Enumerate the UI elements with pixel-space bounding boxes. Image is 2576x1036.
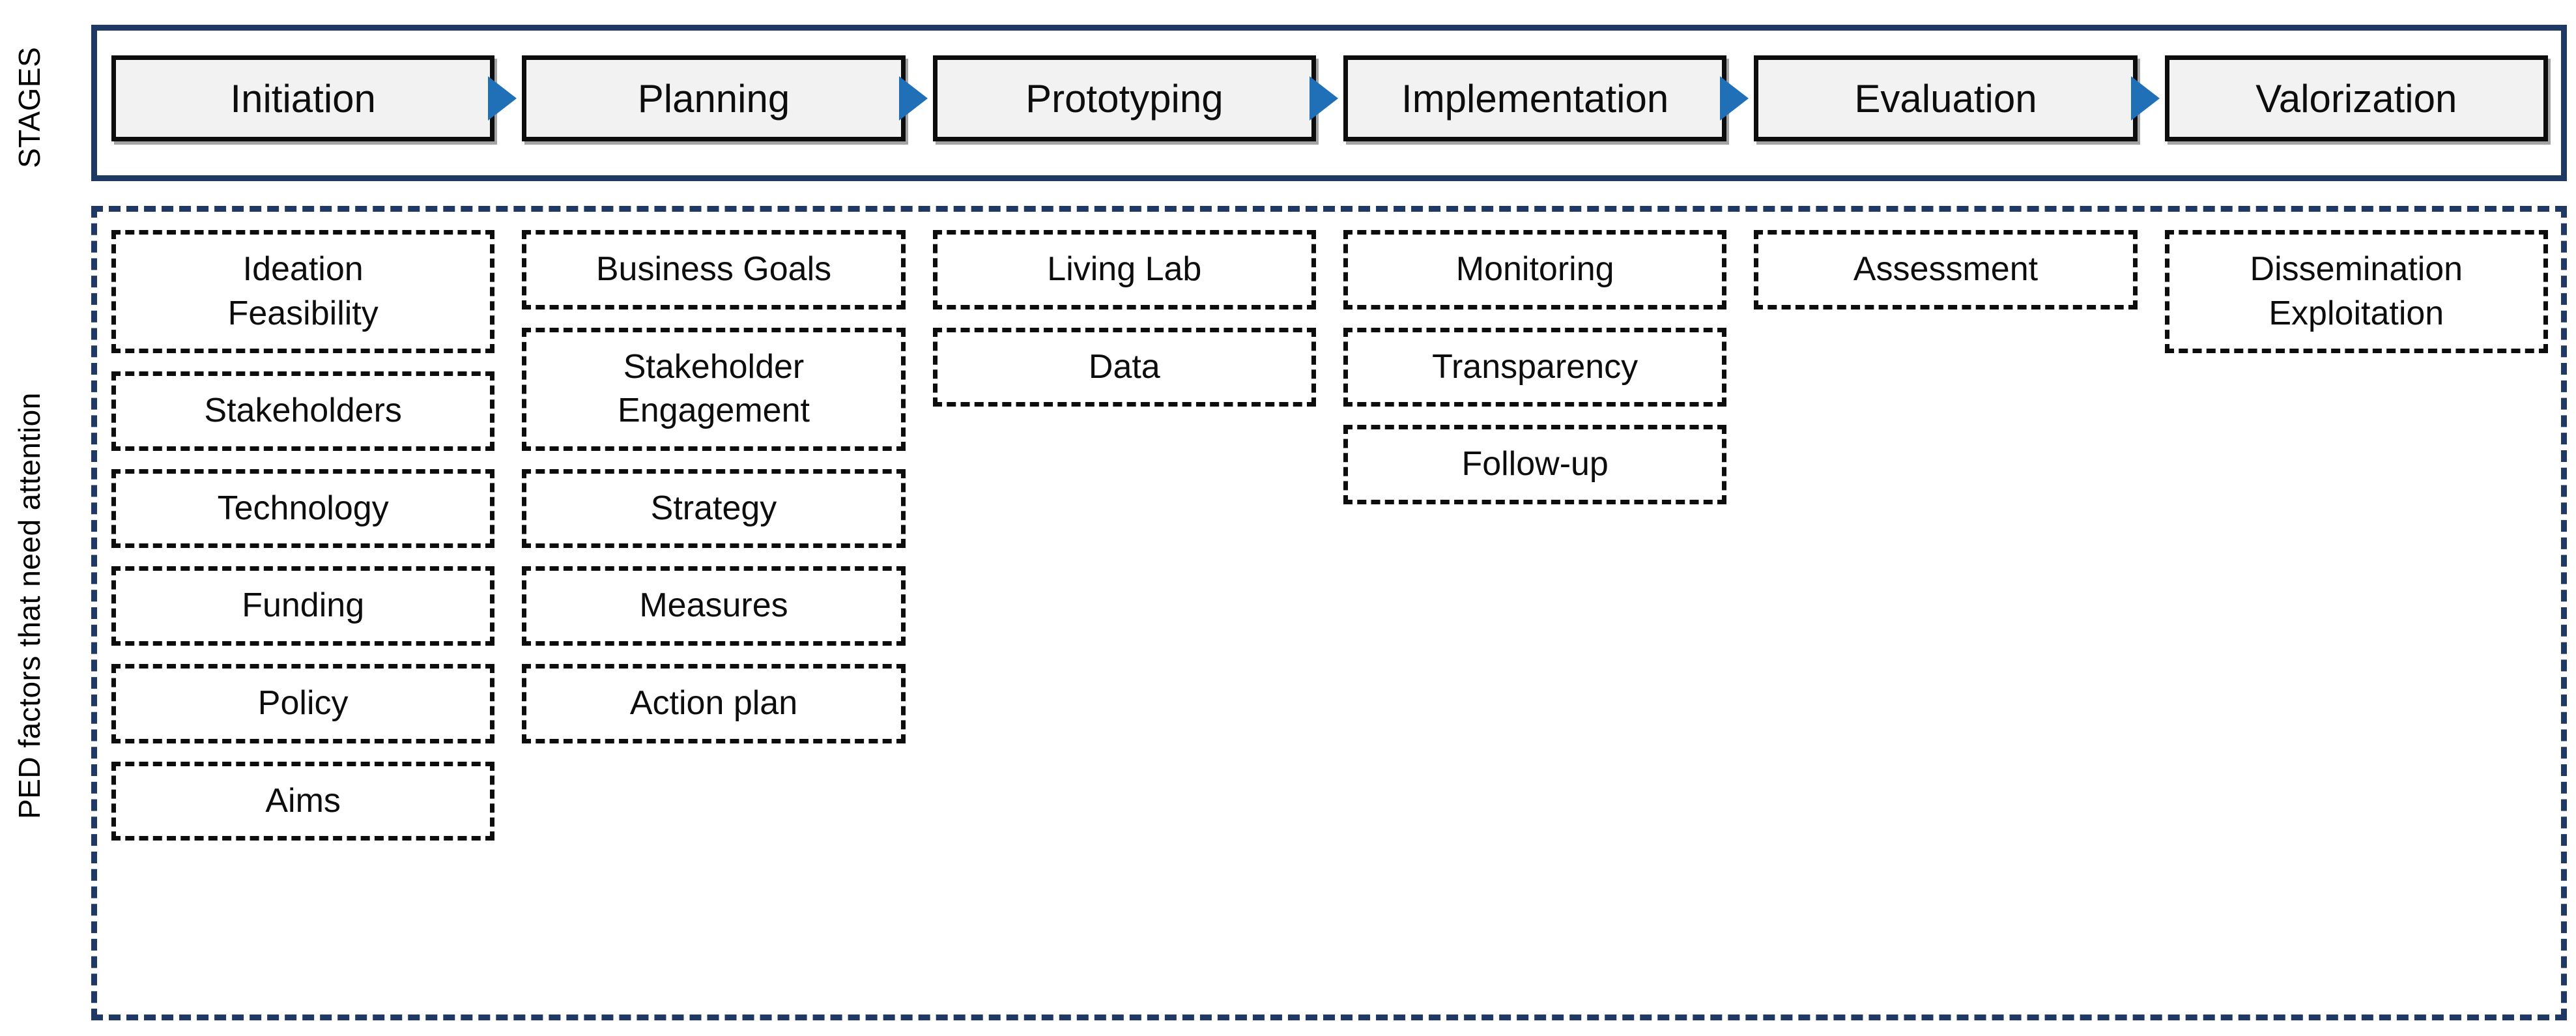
stage-box-planning[interactable]: Planning (522, 55, 928, 141)
ped-column-evaluation: Assessment (1754, 230, 2138, 328)
factor-label: Dissemination (2250, 250, 2463, 288)
factor-box[interactable]: Living Lab (932, 230, 1316, 309)
arrow-right-icon (898, 76, 928, 121)
arrow-right-icon (2130, 76, 2160, 121)
stage-label: Evaluation (1854, 76, 2037, 121)
stage-label: Implementation (1401, 76, 1669, 121)
stages-row: Initiation Planning Prototyping Implementat… (111, 55, 2548, 141)
stage-box-prototyping[interactable]: Prototyping (932, 55, 1338, 141)
stage-label: Initiation (230, 76, 376, 121)
stage-box-evaluation[interactable]: Evaluation (1754, 55, 2160, 141)
stage-box-initiation[interactable]: Initiation (111, 55, 517, 141)
stages-row-label: STAGES (12, 46, 46, 169)
factor-label: Engagement (618, 392, 810, 430)
factor-label: Ideation (242, 250, 364, 288)
arrow-right-icon (488, 76, 517, 121)
ped-factors-row-label: PED factors that need attention (12, 392, 46, 820)
factor-label: Action plan (629, 683, 798, 722)
stages-container: Initiation Planning Prototyping Implementat… (91, 25, 2567, 181)
stage-label: Planning (637, 76, 790, 121)
factor-label: Aims (265, 781, 341, 820)
factor-label: Living Lab (1047, 250, 1202, 288)
factor-box[interactable]: Policy (111, 663, 495, 743)
factor-box[interactable]: Stakeholders (111, 371, 495, 451)
factor-box[interactable]: Technology (111, 468, 495, 549)
factor-label: Monitoring (1455, 250, 1614, 288)
factor-box[interactable]: Action plan (522, 663, 906, 743)
factor-box[interactable]: Business Goals (522, 230, 906, 309)
stage-label: Prototyping (1025, 76, 1224, 121)
factor-box[interactable]: Strategy (522, 468, 906, 549)
factor-label: Stakeholders (204, 392, 402, 430)
factor-label: Policy (257, 683, 349, 722)
stage-box-implementation[interactable]: Implementation (1343, 55, 1749, 141)
factor-label: Business Goals (595, 250, 832, 288)
factor-box[interactable]: Follow-up (1343, 425, 1727, 504)
stage-box-valorization[interactable]: Valorization (2164, 55, 2548, 141)
factor-box[interactable]: Transparency (1343, 327, 1727, 407)
factor-box[interactable]: Assessment (1754, 230, 2138, 309)
factor-label: Data (1088, 347, 1160, 386)
factor-label: Feasibility (227, 294, 379, 332)
factor-label: Exploitation (2268, 294, 2444, 332)
factor-label: Assessment (1853, 250, 2039, 288)
factor-label: Transparency (1432, 347, 1639, 386)
factor-label: Stakeholder (623, 347, 805, 386)
stage-label: Valorization (2255, 76, 2457, 121)
factor-label: Technology (217, 489, 389, 527)
arrow-right-icon (1309, 76, 1338, 121)
factor-label: Funding (242, 586, 365, 625)
factor-box[interactable]: Data (932, 327, 1316, 407)
factor-label: Follow-up (1461, 445, 1609, 483)
factor-label: Strategy (650, 489, 777, 527)
factor-box[interactable]: Funding (111, 566, 495, 646)
factor-box[interactable]: Measures (522, 566, 906, 646)
factor-box[interactable]: Monitoring (1343, 230, 1727, 309)
arrow-right-icon (1720, 76, 1749, 121)
factor-label: Measures (639, 586, 788, 625)
factor-box[interactable]: Aims (111, 761, 495, 841)
